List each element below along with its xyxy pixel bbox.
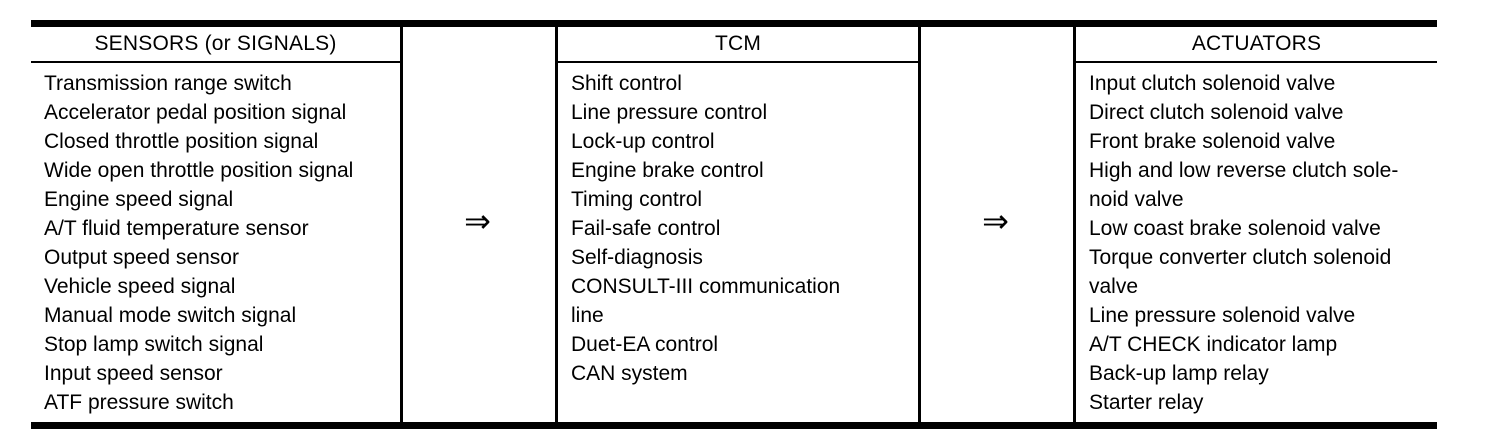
flow-arrow-icon: ⇒ (982, 202, 1009, 240)
list-item: Stop lamp switch signal (44, 333, 264, 356)
list-item: High and low reverse clutch sole- (1089, 159, 1399, 182)
list-item: Line pressure control (571, 101, 768, 124)
flow-arrow-icon: ⇒ (464, 202, 491, 240)
list-item: Transmission range switch (44, 72, 292, 95)
list-item: Duet-EA control (571, 333, 719, 356)
list-item: Output speed sensor (44, 246, 239, 269)
list-item: Direct clutch solenoid valve (1089, 101, 1344, 124)
sensors-header: SENSORS (or SIGNALS) (94, 32, 337, 55)
list-item: Fail-safe control (571, 217, 721, 240)
list-item: Input speed sensor (44, 362, 223, 385)
list-item: A/T CHECK indicator lamp (1089, 333, 1338, 356)
list-item: Self-diagnosis (571, 246, 703, 269)
list-item: valve (1089, 275, 1139, 298)
list-item: Manual mode switch signal (44, 304, 297, 327)
tcm-box-left-border (555, 27, 558, 422)
tcm-header-divider (558, 61, 918, 63)
actuators-header: ACTUATORS (1191, 32, 1322, 55)
list-item: Lock-up control (571, 130, 715, 153)
list-item: noid valve (1089, 188, 1184, 211)
list-item: Wide open throttle position signal (44, 159, 354, 182)
sensors-box-right-border (400, 27, 403, 422)
sensors-box: SENSORS (or SIGNALS) Transmission range … (31, 27, 400, 422)
sensors-header-divider (31, 61, 400, 63)
list-item: Shift control (571, 72, 682, 95)
actuators-header-divider (1076, 61, 1437, 63)
list-item: Front brake solenoid valve (1089, 130, 1336, 153)
list-item: A/T fluid temperature sensor (44, 217, 309, 240)
bottom-border-line (31, 422, 1437, 429)
top-border-line (31, 20, 1437, 27)
tcm-header: TCM (714, 32, 762, 55)
list-item: CAN system (571, 362, 688, 385)
list-item: Engine brake control (571, 159, 764, 182)
list-item: Closed throttle position signal (44, 130, 319, 153)
tcm-box-right-border (918, 27, 921, 422)
list-item: Input clutch solenoid valve (1089, 72, 1336, 95)
list-item: Low coast brake solenoid valve (1089, 217, 1381, 240)
list-item: Back-up lamp relay (1089, 362, 1269, 385)
list-item: ATF pressure switch (44, 391, 234, 414)
list-item: CONSULT-III communication (571, 275, 841, 298)
list-item: Torque converter clutch solenoid (1089, 246, 1392, 269)
list-item: Timing control (571, 188, 703, 211)
list-item: Line pressure solenoid valve (1089, 304, 1356, 327)
list-item: Vehicle speed signal (44, 275, 236, 298)
list-item: Engine speed signal (44, 188, 234, 211)
list-item: line (571, 304, 604, 327)
list-item: Starter relay (1089, 391, 1204, 414)
actuators-box-left-border (1073, 27, 1076, 422)
list-item: Accelerator pedal position signal (44, 101, 347, 124)
